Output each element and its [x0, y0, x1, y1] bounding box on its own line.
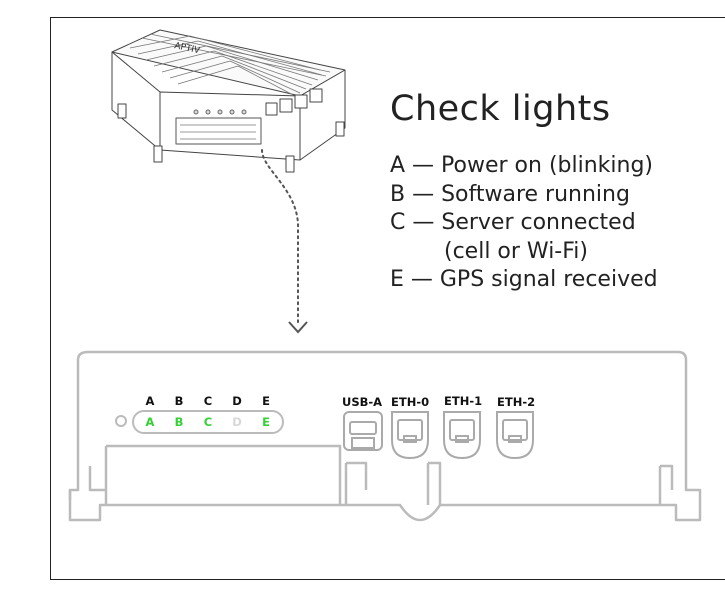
front-panel — [68, 350, 702, 522]
legend-item: C — Server connected — [390, 210, 636, 235]
led-c: C — [203, 415, 213, 429]
led-e: E — [262, 415, 270, 429]
usb-a-port — [343, 411, 383, 451]
led-a: A — [145, 415, 155, 429]
leader-line — [261, 149, 300, 323]
led-label-b: B — [174, 394, 184, 408]
eth-2-port — [496, 411, 534, 460]
legend-item-continuation: (cell or Wi-Fi) — [444, 238, 588, 264]
eth-2-label: ETH-2 — [497, 395, 536, 409]
legend-item: B — Software running — [390, 181, 630, 207]
led-d: D — [232, 415, 242, 429]
led-b: B — [174, 415, 184, 429]
led-strip — [115, 410, 284, 434]
eth-0-port — [391, 411, 429, 460]
instruction-title: Check lights — [390, 89, 611, 129]
led-indicator-hole — [115, 415, 127, 427]
led-window — [132, 410, 284, 434]
usb-a-label: USB-A — [342, 395, 383, 409]
eth-1-port — [443, 411, 481, 460]
figure-frame — [50, 17, 725, 580]
legend-item: E — GPS signal received — [390, 267, 658, 292]
legend-item: A — Power on (blinking) — [390, 153, 654, 178]
eth-0-label: ETH-0 — [391, 395, 430, 409]
led-label-d: D — [232, 394, 242, 408]
eth-1-label: ETH-1 — [444, 394, 483, 408]
light-legend: A — Power on (blinking) B — Software run… — [390, 152, 658, 295]
led-label-e: E — [262, 394, 270, 408]
led-label-a: A — [145, 394, 155, 408]
leader-arrowhead — [288, 321, 308, 334]
led-label-c: C — [203, 394, 213, 408]
device-isometric: APTIV — [111, 29, 346, 173]
